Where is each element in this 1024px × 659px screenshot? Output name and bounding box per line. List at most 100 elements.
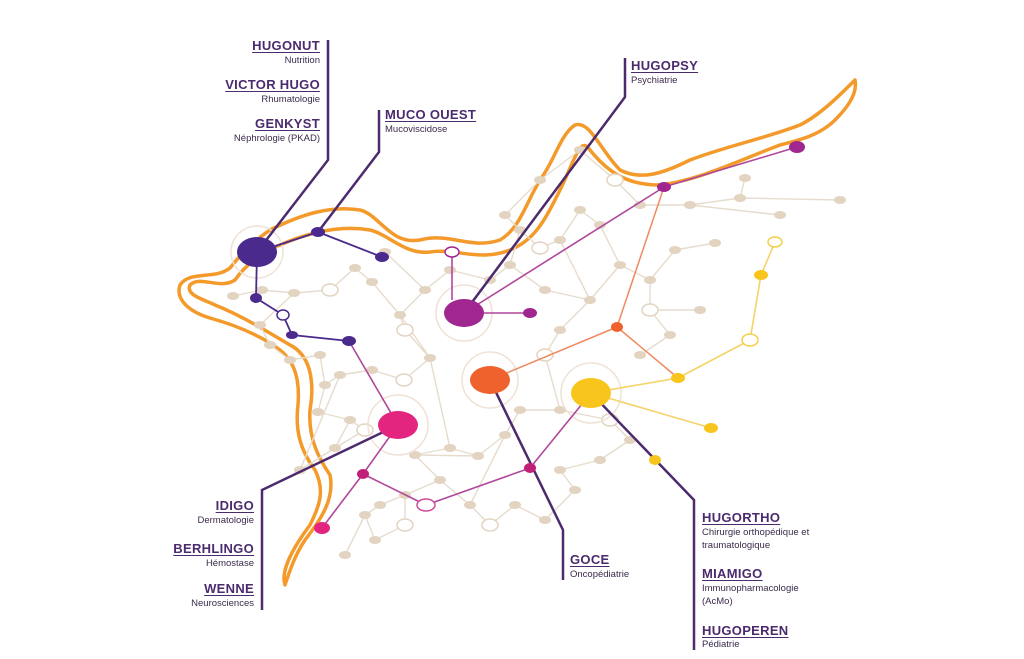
label-miamigo-title: MIAMIGO bbox=[702, 566, 763, 581]
label-genkyst-title: GENKYST bbox=[255, 116, 320, 131]
node bbox=[754, 270, 768, 280]
hub-idigo bbox=[378, 411, 418, 439]
beige-link bbox=[599, 224, 621, 266]
node bbox=[342, 336, 356, 346]
orange-network bbox=[489, 186, 679, 381]
beige-node bbox=[395, 373, 413, 387]
beige-node bbox=[256, 286, 268, 294]
beige-node bbox=[684, 201, 696, 209]
beige-node bbox=[359, 511, 371, 519]
node bbox=[611, 322, 623, 332]
hub-goce bbox=[470, 366, 510, 394]
beige-node bbox=[312, 408, 324, 416]
beige-node bbox=[584, 296, 596, 304]
beige-link bbox=[689, 204, 781, 216]
beige-link bbox=[439, 479, 471, 506]
beige-node bbox=[734, 194, 746, 202]
beige-node bbox=[481, 518, 499, 532]
beige-node bbox=[409, 451, 421, 459]
label-genkyst-sub: Néphrologie (PKAD) bbox=[233, 133, 320, 144]
halo-goce bbox=[461, 351, 519, 409]
beige-node bbox=[539, 286, 551, 294]
leader-idigo bbox=[260, 423, 399, 610]
beige-link bbox=[504, 409, 521, 436]
beige-link bbox=[539, 149, 581, 181]
beige-node bbox=[227, 292, 239, 300]
node bbox=[311, 227, 325, 237]
region-outline bbox=[177, 78, 858, 587]
beige-node bbox=[396, 518, 414, 532]
beige-link bbox=[509, 264, 546, 291]
beige-link bbox=[259, 292, 295, 326]
node bbox=[276, 309, 290, 321]
node bbox=[657, 182, 671, 192]
beige-link bbox=[559, 459, 601, 471]
beige-link bbox=[449, 269, 491, 281]
leader-lines bbox=[256, 40, 696, 650]
label-muco-ouest-sub: Mucoviscidose bbox=[385, 124, 448, 135]
beige-node bbox=[444, 444, 456, 452]
beige-node bbox=[669, 246, 681, 254]
node bbox=[524, 463, 536, 473]
beige-node bbox=[366, 278, 378, 286]
beige-node bbox=[641, 303, 659, 317]
hub-hugonut bbox=[237, 237, 277, 267]
beige-link bbox=[414, 447, 451, 456]
beige-node bbox=[606, 173, 624, 187]
beige-node bbox=[284, 356, 296, 364]
beige-node bbox=[569, 486, 581, 494]
node bbox=[704, 423, 718, 433]
beige-link bbox=[319, 354, 326, 386]
beige-node bbox=[554, 236, 566, 244]
beige-node bbox=[419, 286, 431, 294]
label-wenne-sub: Neurosciences bbox=[191, 598, 254, 609]
beige-node bbox=[509, 501, 521, 509]
beige-link bbox=[414, 454, 441, 481]
beige-node bbox=[514, 406, 526, 414]
leader-hugortho bbox=[590, 392, 696, 650]
beige-node bbox=[664, 331, 676, 339]
beige-node bbox=[504, 261, 516, 269]
hub-halos bbox=[230, 225, 622, 456]
node bbox=[357, 469, 369, 479]
label-goce-sub: Oncopédiatrie bbox=[570, 569, 630, 580]
beige-node bbox=[321, 283, 339, 297]
beige-node bbox=[339, 551, 351, 559]
beige-link bbox=[589, 264, 621, 301]
beige-node bbox=[344, 416, 356, 424]
label-victor-hugo-sub: Rhumatologie bbox=[261, 94, 320, 105]
label-hugoperen-title: HUGOPEREN bbox=[702, 623, 789, 638]
beige-node bbox=[264, 341, 276, 349]
beige-link bbox=[371, 281, 401, 316]
beige-node bbox=[472, 452, 484, 460]
label-hugortho-sub2: traumatologique bbox=[702, 540, 771, 551]
beige-link bbox=[317, 384, 326, 413]
beige-link bbox=[399, 289, 426, 316]
beige-node bbox=[694, 306, 706, 314]
beige-link bbox=[299, 447, 336, 471]
label-hugonut-sub: Nutrition bbox=[284, 55, 320, 66]
beige-node bbox=[464, 501, 476, 509]
label-miamigo-sub2: (AcMo) bbox=[702, 596, 733, 607]
beige-node bbox=[424, 354, 436, 362]
beige-link bbox=[477, 434, 506, 457]
beige-node bbox=[739, 174, 751, 182]
yellow-network bbox=[590, 241, 776, 461]
beige-link bbox=[674, 242, 716, 251]
beige-node bbox=[554, 406, 566, 414]
beige-node bbox=[594, 456, 606, 464]
label-wenne-title: WENNE bbox=[204, 581, 254, 596]
beige-node bbox=[329, 444, 341, 452]
beige-node bbox=[444, 266, 456, 274]
beige-link bbox=[544, 354, 561, 411]
beige-node bbox=[434, 476, 446, 484]
beige-node bbox=[288, 289, 300, 297]
label-hugopsy-sub: Psychiatrie bbox=[631, 75, 678, 86]
label-idigo-title: IDIGO bbox=[215, 498, 254, 513]
label-hugortho-sub1: Chirurgie orthopédique et bbox=[702, 527, 810, 538]
label-miamigo-sub1: Immunopharmacologie bbox=[702, 583, 799, 594]
beige-node bbox=[531, 241, 549, 255]
label-hugoperen-sub: Pédiatrie bbox=[702, 639, 740, 650]
beige-link bbox=[399, 314, 431, 359]
